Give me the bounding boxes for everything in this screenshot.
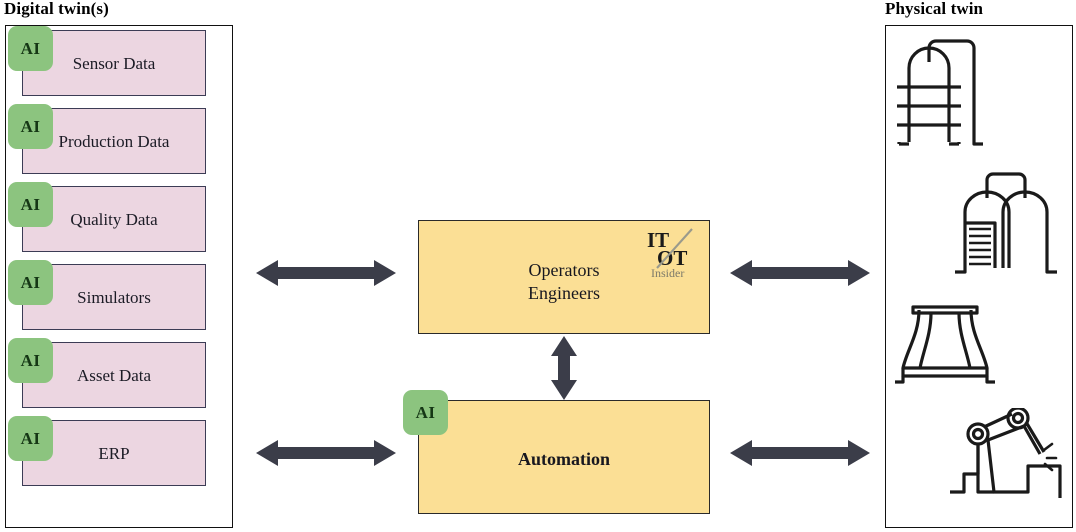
arrow-automation-to-physical-twin	[730, 440, 870, 466]
arrow-digital-twin-to-automation	[256, 440, 396, 466]
data-source-label: Production Data	[58, 131, 170, 151]
ai-badge-data-source[interactable]: AI	[8, 260, 53, 305]
data-source-row: Sensor Data AI	[8, 26, 220, 98]
operators-engineers-label: Operators Engineers	[528, 260, 600, 304]
it-ot-insider-logo-icon: IT OT Insider	[647, 228, 693, 280]
ai-badge-label: AI	[415, 402, 436, 422]
data-source-row: Asset Data AI	[8, 338, 220, 410]
storage-tanks-icon	[955, 172, 1057, 274]
ai-badge-label: AI	[20, 272, 41, 292]
logo-slash-icon	[656, 228, 693, 269]
arrow-operators-to-physical-twin	[730, 260, 870, 286]
automation-label: Automation	[517, 449, 610, 469]
data-source-row: Quality Data AI	[8, 182, 220, 254]
arrow-digital-twin-to-operators	[256, 260, 396, 286]
ai-badge-data-source[interactable]: AI	[8, 26, 53, 71]
operators-engineers-box[interactable]: Operators Engineers IT OT Insider	[418, 220, 710, 334]
cooling-tower-icon	[895, 305, 995, 384]
data-source-label: ERP	[98, 443, 130, 463]
automation-box[interactable]: Automation	[418, 400, 710, 514]
data-source-row: Production Data AI	[8, 104, 220, 176]
data-source-row: Simulators AI	[8, 260, 220, 332]
data-source-row: ERP AI	[8, 416, 220, 488]
ai-badge-label: AI	[20, 116, 41, 136]
ai-badge-data-source[interactable]: AI	[8, 182, 53, 227]
ai-badge-label: AI	[20, 350, 41, 370]
ai-badge-label: AI	[20, 38, 41, 58]
data-source-label: Simulators	[77, 287, 151, 307]
ai-badge-label: AI	[20, 194, 41, 214]
robot-arm-icon	[950, 408, 1062, 498]
ai-badge-automation[interactable]: AI	[403, 390, 448, 435]
ai-badge-data-source[interactable]: AI	[8, 104, 53, 149]
data-source-label: Sensor Data	[72, 53, 156, 73]
digital-twin-panel-title: Digital twin(s)	[4, 0, 109, 18]
ai-badge-data-source[interactable]: AI	[8, 338, 53, 383]
ai-badge-data-source[interactable]: AI	[8, 416, 53, 461]
arrow-operators-to-automation	[551, 336, 577, 400]
physical-twin-panel-title: Physical twin	[885, 0, 984, 18]
data-source-label: Quality Data	[70, 209, 158, 229]
ai-badge-label: AI	[20, 428, 41, 448]
data-source-label: Asset Data	[76, 365, 152, 385]
distillation-column-icon	[897, 39, 983, 146]
logo-it-text: IT	[647, 228, 669, 252]
logo-insider-text: Insider	[651, 266, 684, 280]
